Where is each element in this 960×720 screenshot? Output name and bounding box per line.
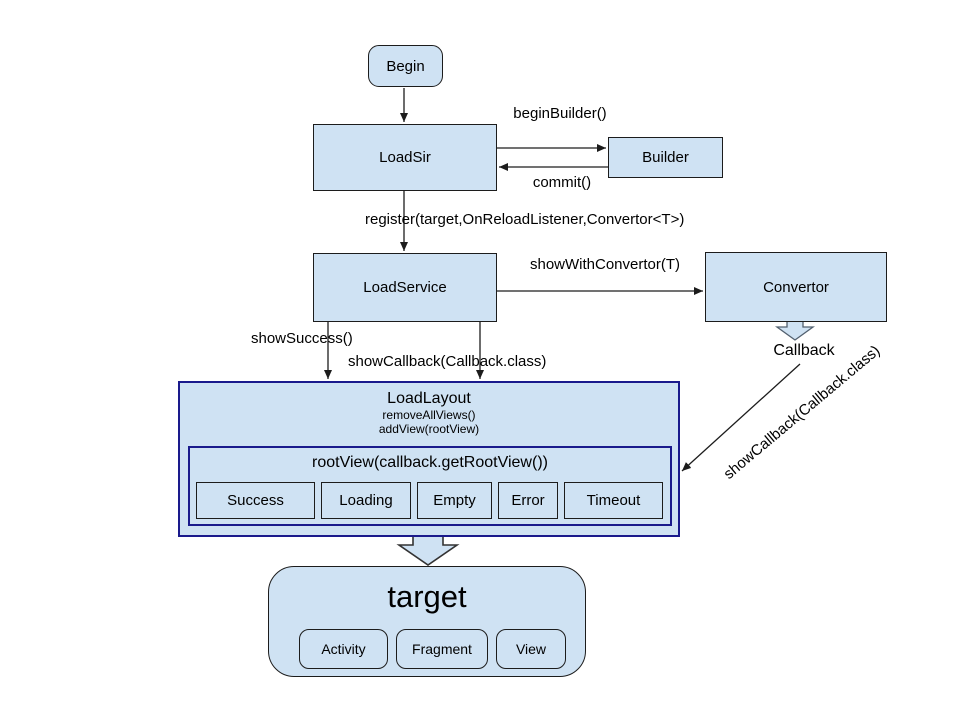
target-title: target (387, 579, 467, 614)
edge-label-commit: commit() (532, 174, 592, 191)
rootview-title: rootView(callback.getRootView()) (312, 454, 548, 471)
target-child-fragment: Fragment (396, 629, 488, 669)
callback-box-success: Success (196, 482, 315, 519)
rootview-container: rootView(callback.getRootView()) Success… (188, 446, 672, 526)
node-loadlayout: LoadLayout removeAllViews() addView(root… (178, 381, 680, 537)
arrow-callback-to-loadlayout (681, 363, 801, 472)
node-convertor: Convertor (705, 252, 887, 322)
callback-box-timeout: Timeout (564, 482, 663, 519)
callback-label: Callback (773, 342, 835, 359)
edge-label-beginbuilder: beginBuilder() (513, 105, 607, 122)
edge-label-showsuccess: showSuccess() (251, 330, 353, 347)
node-loadservice: LoadService (313, 253, 497, 322)
loadlayout-title: LoadLayout (387, 390, 471, 407)
edge-label-register: register(target,OnReloadListener,Convert… (365, 211, 685, 228)
loadlayout-method-addview: addView(rootView) (378, 422, 480, 436)
loadlayout-method-removeallviews: removeAllViews() (382, 408, 476, 422)
callback-box-error: Error (498, 482, 558, 519)
block-arrow-convertor-to-callback (774, 319, 816, 341)
target-child-activity: Activity (299, 629, 388, 669)
node-target: target Activity Fragment View (268, 566, 586, 677)
target-children-row: Activity Fragment View (299, 629, 566, 669)
callback-row: Success Loading Empty Error Timeout (196, 482, 663, 519)
edge-label-showwithconvertor: showWithConvertor(T) (529, 256, 681, 273)
callback-box-empty: Empty (417, 482, 492, 519)
node-loadsir: LoadSir (313, 124, 497, 191)
callback-box-loading: Loading (321, 482, 411, 519)
edge-label-showcallback: showCallback(Callback.class) (348, 353, 547, 370)
target-child-view: View (496, 629, 566, 669)
node-builder: Builder (608, 137, 723, 178)
node-begin: Begin (368, 45, 443, 87)
